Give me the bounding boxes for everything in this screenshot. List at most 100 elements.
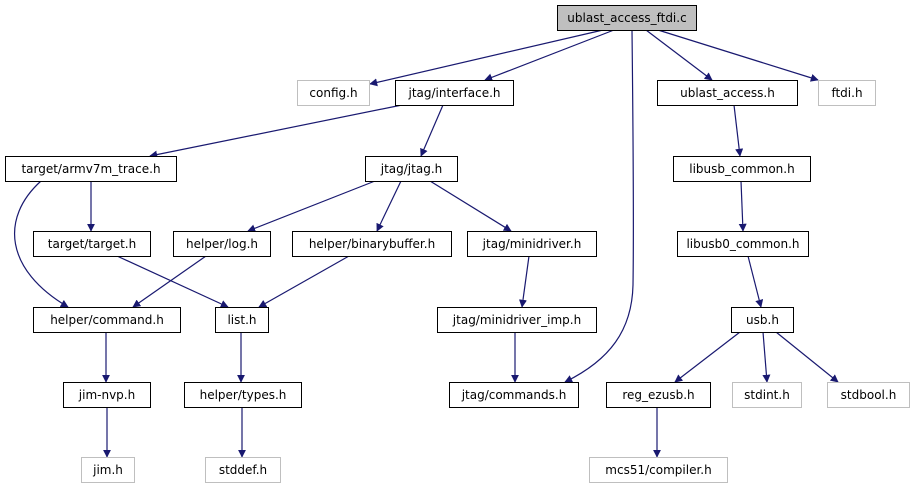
edge-root-to-ftdi xyxy=(657,29,819,82)
node-armv7m-trace[interactable]: target/armv7m_trace.h xyxy=(5,156,177,182)
node-box xyxy=(5,156,177,182)
node-box xyxy=(184,382,302,408)
node-box xyxy=(557,5,697,31)
node-label: stdint.h xyxy=(744,388,790,402)
node-ftdi: ftdi.h xyxy=(818,80,876,106)
node-config: config.h xyxy=(297,80,370,106)
edges-layer xyxy=(13,29,839,458)
edge-usb-to-stdint xyxy=(762,331,771,383)
node-list[interactable]: list.h xyxy=(215,307,269,333)
edge-root-to-config xyxy=(369,29,604,87)
edge-helper-log-to-helper-command xyxy=(132,255,207,308)
node-libusb-common[interactable]: libusb_common.h xyxy=(673,156,811,182)
node-helper-types[interactable]: helper/types.h xyxy=(184,382,302,408)
node-box xyxy=(215,307,269,333)
node-helper-command[interactable]: helper/command.h xyxy=(33,307,181,333)
node-label: jtag/minidriver.h xyxy=(482,237,582,251)
edge-jtag-jtag-to-jtag-minidriver xyxy=(429,180,512,232)
node-box xyxy=(731,307,794,333)
node-box xyxy=(297,80,370,106)
edge-ublast-access-to-libusb-common xyxy=(733,104,744,157)
edge-root-to-jtag-commands xyxy=(564,29,635,383)
edge-usb-to-stdbool xyxy=(775,331,839,383)
edge-armv7m-trace-to-helper-command xyxy=(13,180,69,308)
node-label: helper/command.h xyxy=(50,313,164,327)
node-box xyxy=(467,231,597,257)
node-label: ublast_access.h xyxy=(680,86,775,100)
node-jtag-minidriver[interactable]: jtag/minidriver.h xyxy=(467,231,597,257)
node-box xyxy=(673,156,811,182)
node-box xyxy=(677,231,809,257)
edge-root-to-jtag-interface xyxy=(484,29,615,82)
node-label: helper/binarybuffer.h xyxy=(309,237,435,251)
edge-jtag-minidriver-to-jtag-minidriver-imp xyxy=(519,255,530,308)
node-target-target[interactable]: target/target.h xyxy=(33,231,151,257)
edge-helper-binarybuffer-to-list xyxy=(258,255,350,308)
node-jim: jim.h xyxy=(81,457,135,483)
node-label: ftdi.h xyxy=(831,86,862,100)
node-root[interactable]: ublast_access_ftdi.c xyxy=(557,5,697,31)
node-label: config.h xyxy=(309,86,357,100)
node-label: jtag/minidriver_imp.h xyxy=(452,313,581,327)
node-label: target/target.h xyxy=(48,237,136,251)
node-jim-nvp[interactable]: jim-nvp.h xyxy=(63,382,151,408)
node-libusb0-common[interactable]: libusb0_common.h xyxy=(677,231,809,257)
node-stdint: stdint.h xyxy=(732,382,802,408)
node-label: jtag/commands.h xyxy=(461,388,567,402)
node-box xyxy=(205,457,281,483)
nodes-layer: ublast_access_ftdi.c config.h jtag/interfa… xyxy=(5,5,910,483)
node-label: helper/types.h xyxy=(200,388,287,402)
node-label: jim.h xyxy=(92,463,123,477)
edge-usb-to-reg-ezusb xyxy=(674,331,741,383)
node-stddef: stddef.h xyxy=(205,457,281,483)
node-label: jtag/jtag.h xyxy=(380,162,442,176)
node-jtag-interface[interactable]: jtag/interface.h xyxy=(395,80,514,106)
node-label: mcs51/compiler.h xyxy=(605,463,711,477)
node-jtag-minidriver-imp[interactable]: jtag/minidriver_imp.h xyxy=(437,307,597,333)
node-box xyxy=(173,231,271,257)
node-label: stdbool.h xyxy=(841,388,897,402)
node-box xyxy=(732,382,802,408)
node-label: helper/log.h xyxy=(186,237,258,251)
node-box xyxy=(657,80,798,106)
node-box xyxy=(449,382,579,408)
node-label: jim-nvp.h xyxy=(78,388,135,402)
edge-jtag-jtag-to-helper-log xyxy=(247,180,376,233)
node-ublast-access[interactable]: ublast_access.h xyxy=(657,80,798,106)
node-box xyxy=(365,156,458,182)
node-usb[interactable]: usb.h xyxy=(731,307,794,333)
node-label: ublast_access_ftdi.c xyxy=(567,11,686,25)
node-label: target/armv7m_trace.h xyxy=(21,162,160,176)
node-box xyxy=(292,231,452,257)
node-jtag-commands[interactable]: jtag/commands.h xyxy=(449,382,579,408)
node-box xyxy=(395,80,514,106)
node-label: list.h xyxy=(227,313,256,327)
edge-libusb-common-to-libusb0-common xyxy=(738,180,747,232)
node-box xyxy=(33,307,181,333)
node-stdbool: stdbool.h xyxy=(827,382,910,408)
node-label: libusb_common.h xyxy=(689,162,794,176)
node-box xyxy=(818,80,876,106)
node-box xyxy=(827,382,910,408)
edge-target-target-to-list xyxy=(116,255,229,308)
node-box xyxy=(606,382,711,408)
node-helper-log[interactable]: helper/log.h xyxy=(173,231,271,257)
edge-jtag-interface-to-armv7m-trace xyxy=(149,104,403,159)
edge-root-to-ublast-access xyxy=(645,29,713,81)
node-helper-binarybuffer[interactable]: helper/binarybuffer.h xyxy=(292,231,452,257)
node-box xyxy=(437,307,597,333)
node-reg-ezusb[interactable]: reg_ezusb.h xyxy=(606,382,711,408)
node-box xyxy=(63,382,151,408)
node-label: jtag/interface.h xyxy=(408,86,501,100)
node-label: libusb0_common.h xyxy=(686,237,799,251)
node-box xyxy=(589,457,728,483)
node-mcs51-compiler: mcs51/compiler.h xyxy=(589,457,728,483)
edge-libusb0-common-to-usb xyxy=(747,255,764,308)
edge-jtag-interface-to-jtag-jtag xyxy=(420,104,444,157)
edge-jtag-jtag-to-helper-binarybuffer xyxy=(376,180,402,232)
node-label: usb.h xyxy=(746,313,779,327)
node-box xyxy=(33,231,151,257)
node-label: stddef.h xyxy=(219,463,267,477)
node-jtag-jtag[interactable]: jtag/jtag.h xyxy=(365,156,458,182)
